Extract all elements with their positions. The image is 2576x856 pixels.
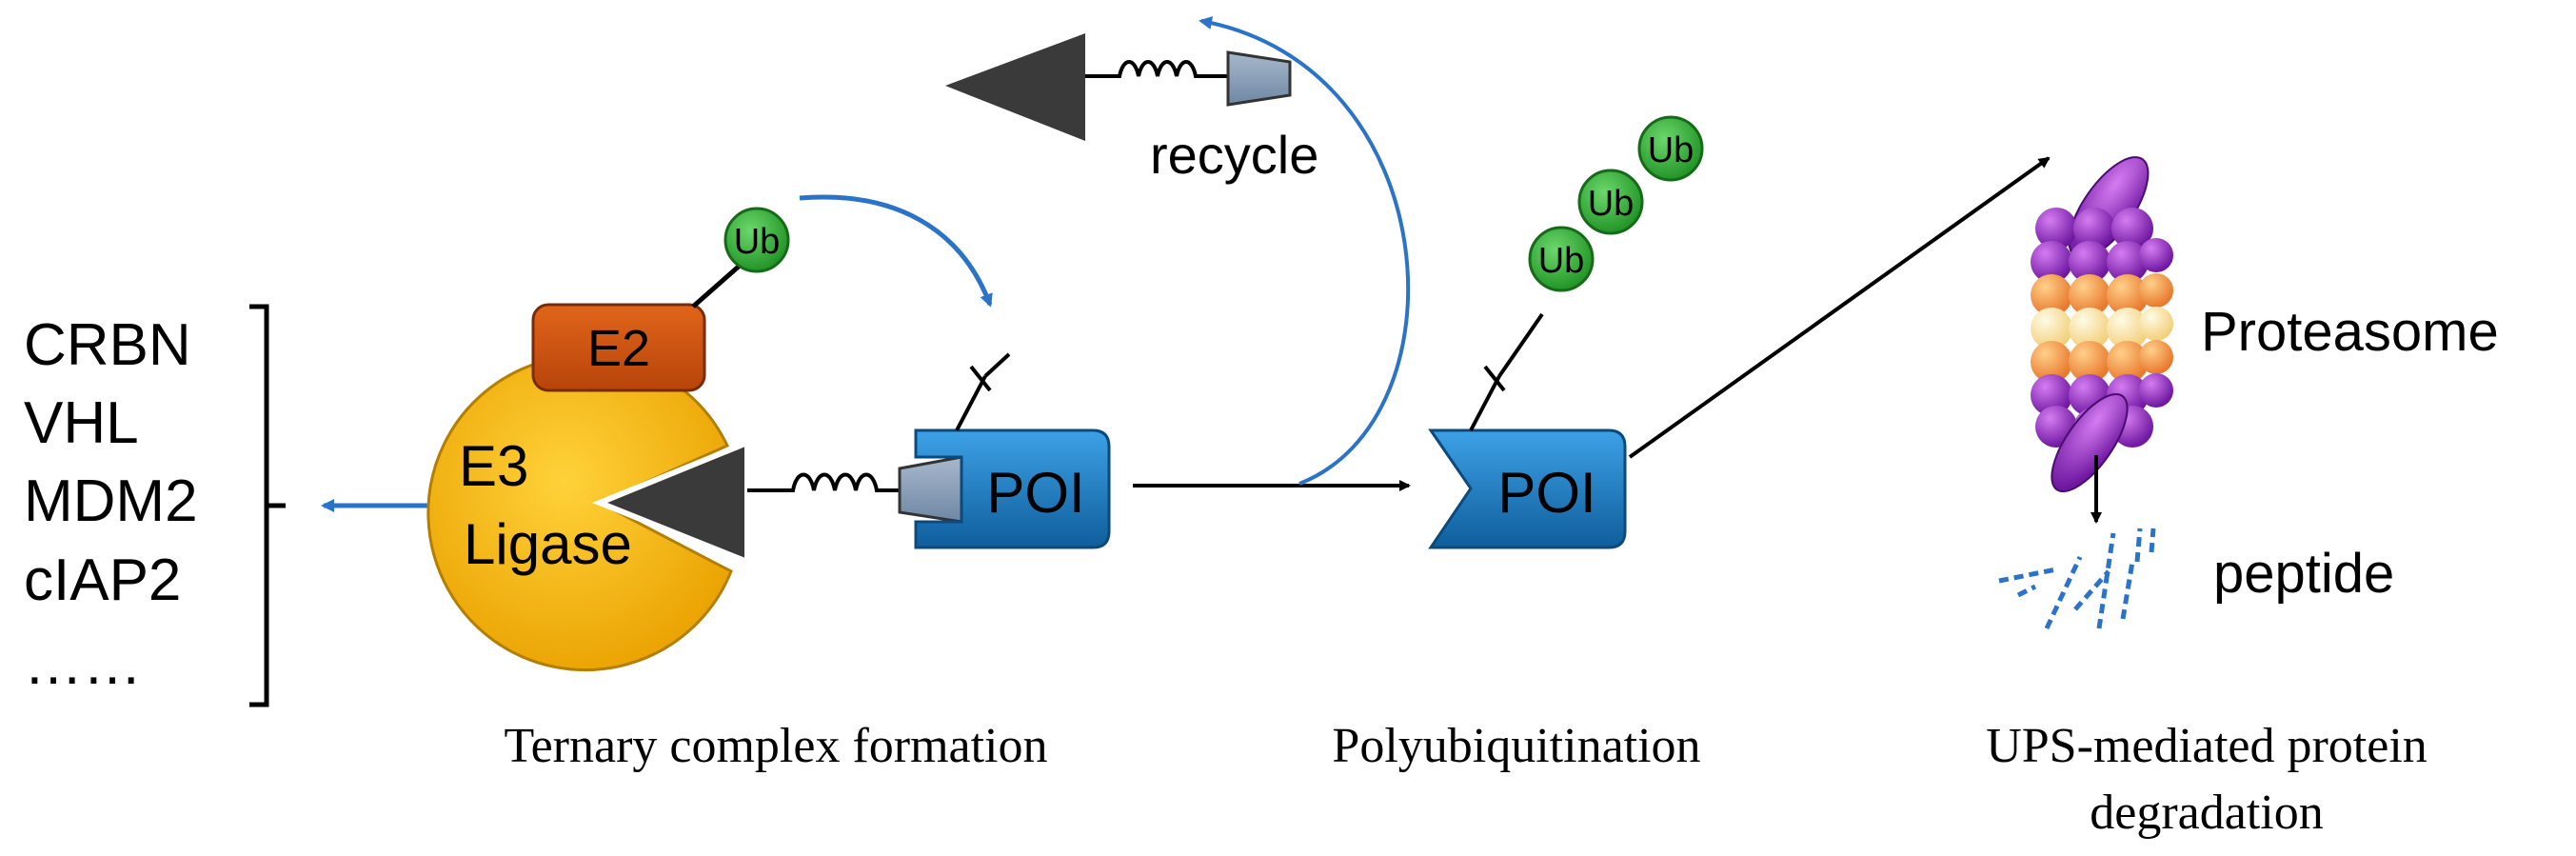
ligase-item-crbn: CRBN (24, 312, 191, 378)
ligase-item-ciap2: cIAP2 (24, 547, 181, 613)
proteasome-ring-top (2031, 208, 2173, 283)
ligase-item-mdm2: MDM2 (24, 468, 198, 534)
step-arrow-2 (1628, 156, 2051, 459)
lysine-residue-2 (1469, 312, 1544, 431)
recycled-protac-anchor (1226, 50, 1292, 107)
recycle-label: recycle (1150, 125, 1318, 185)
ligase-item-ellipsis: …… (24, 631, 142, 697)
peptide-fragments (1998, 528, 2156, 630)
lysine-residue (955, 352, 1011, 431)
proteasome-cap-bottom (2051, 392, 2129, 493)
caption-ups-line1: UPS-mediated protein (1986, 719, 2427, 773)
proteasome (2031, 156, 2173, 493)
e2-box (531, 303, 706, 392)
recycled-protac (945, 33, 1292, 141)
recycled-protac-linker (1085, 60, 1228, 78)
caption-polyubiquitination: Polyubiquitination (1332, 719, 1700, 773)
ligase-item-vhl: VHL (24, 390, 139, 456)
protac-e3-warhead (591, 438, 750, 567)
e2-ub-link (691, 263, 743, 309)
ub-chain-1 (1528, 226, 1595, 292)
e3-ligase: E3 Ligase (426, 354, 733, 672)
recycle-arrow (1199, 16, 1411, 486)
protac-molecule (591, 438, 963, 567)
caption-ups-line2: degradation (2090, 786, 2323, 840)
e3-label-line2: Ligase (464, 512, 632, 576)
poi-box (914, 428, 1111, 549)
proteasome-label: Proteasome (2201, 301, 2499, 363)
polyubiquitin-chain: Ub Ub Ub (1528, 115, 1704, 292)
poi-ternary: POI (914, 428, 1111, 549)
proteasome-ring-middle (2031, 273, 2173, 383)
poi-polyubiquitinated: POI (1428, 428, 1627, 549)
ub-chain-2 (1577, 169, 1644, 235)
caption-ternary-complex: Ternary complex formation (504, 719, 1047, 773)
poi-label-2: POI (1497, 461, 1595, 525)
e2-enzyme: E2 (531, 303, 706, 392)
ub-transfer-arrow (799, 194, 993, 308)
e2-label: E2 (587, 320, 650, 377)
ub-chain-2-label: Ub (1588, 184, 1635, 224)
ubiquitin-on-e2: Ub (723, 207, 790, 273)
e3-ligase-list: CRBN VHL MDM2 cIAP2 …… (24, 312, 198, 697)
poi-box-2 (1428, 428, 1627, 549)
recycled-protac-warhead (945, 33, 1085, 141)
ub-chain-3 (1637, 115, 1704, 182)
peptide-label: peptide (2213, 543, 2394, 605)
ligase-list-bracket (249, 304, 286, 707)
e3-label-line1: E3 (459, 434, 528, 498)
ub-chain-1-label: Ub (1538, 241, 1585, 281)
ub-label: Ub (734, 222, 781, 262)
poi-label: POI (986, 461, 1084, 525)
protac-poi-anchor (898, 455, 963, 524)
ub-chain-3-label: Ub (1648, 130, 1694, 170)
protac-linker (747, 472, 900, 492)
